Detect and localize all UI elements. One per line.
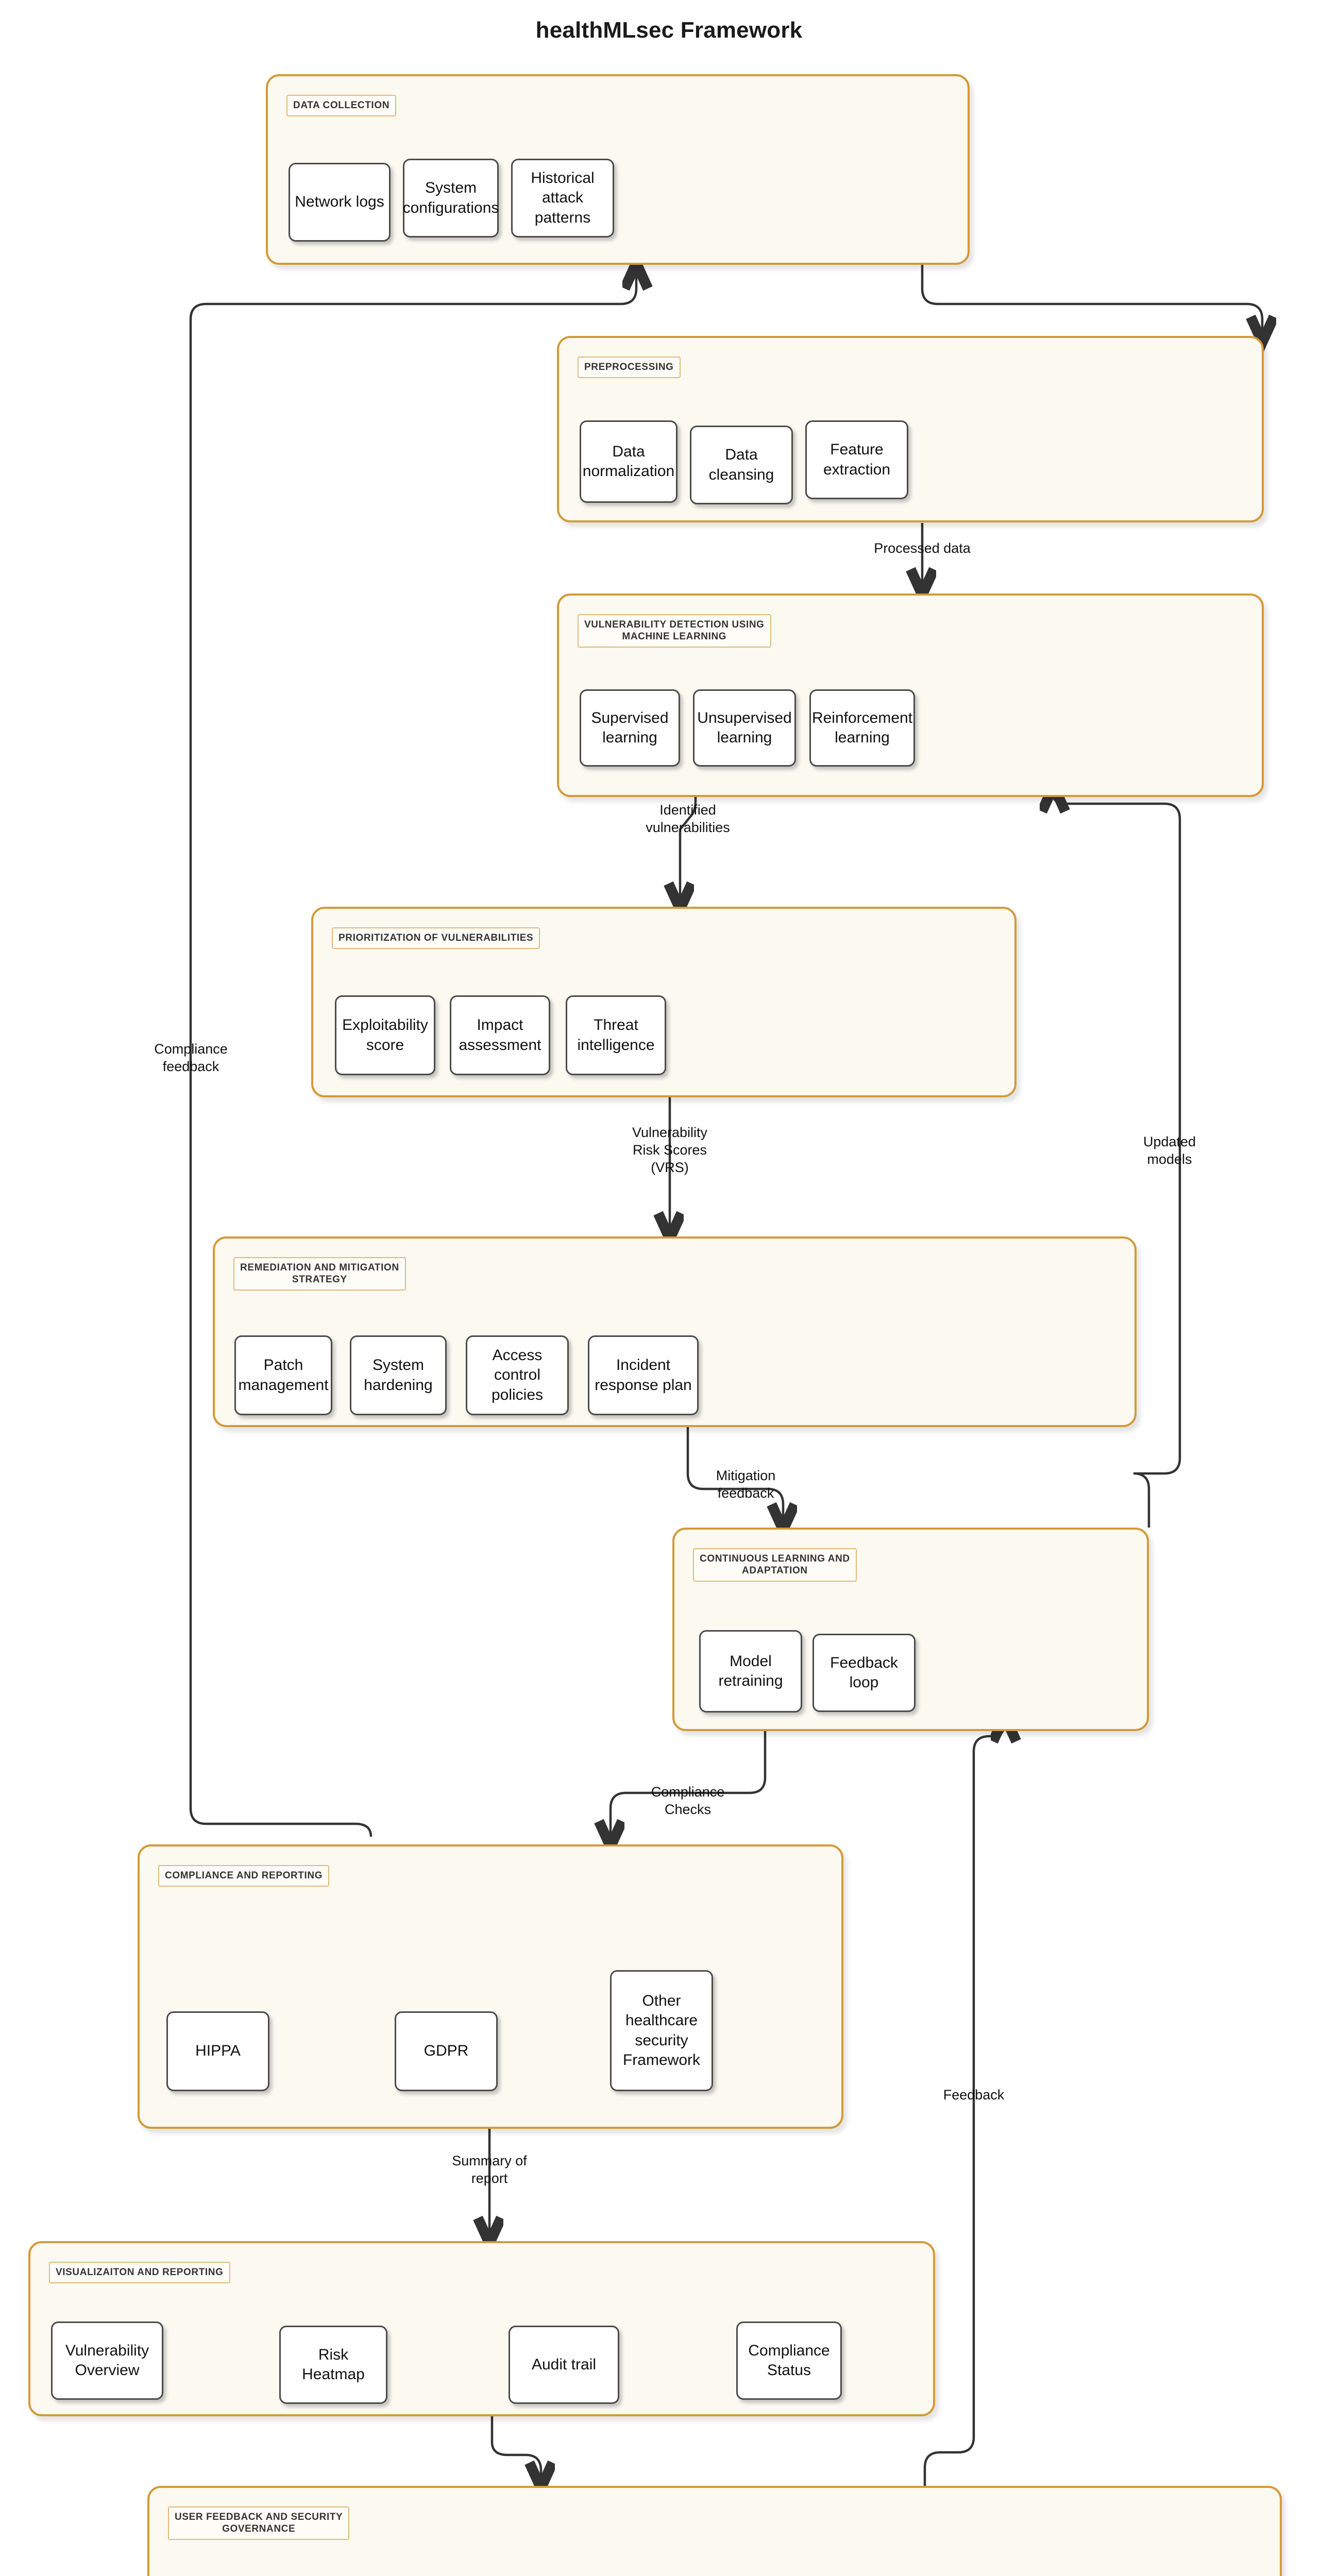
node-access-control-policies[interactable]: Access control policies bbox=[466, 1335, 569, 1415]
edge-collection-to-preprocessing bbox=[921, 263, 1262, 340]
edge-label-compliance-checks: Compliance Checks bbox=[651, 1784, 725, 1817]
node-feature-extraction[interactable]: Feature extraction bbox=[805, 420, 908, 499]
group-label-data-collection: DATA COLLECTION bbox=[286, 95, 397, 117]
group-vulnerability-detection[interactable]: VULNERABILITY DETECTION USING MACHINE LE… bbox=[557, 594, 1264, 797]
group-label-continuous-learning: CONTINUOUS LEARNING AND ADAPTATION bbox=[693, 1548, 857, 1582]
node-hippa[interactable]: HIPPA bbox=[166, 2011, 269, 2091]
edge-label-vrs: Vulnerability Risk Scores (VRS) bbox=[632, 1125, 708, 1175]
page-title: healthMLsec Framework bbox=[535, 18, 803, 43]
node-gdpr[interactable]: GDPR bbox=[395, 2011, 498, 2091]
node-unsupervised-learning[interactable]: Unsupervised learning bbox=[693, 689, 796, 767]
edge-label-updated-models: Updated models bbox=[1143, 1134, 1196, 1167]
node-incident-response-plan[interactable]: Incident response plan bbox=[588, 1335, 699, 1415]
group-preprocessing[interactable]: PREPROCESSING Data normalization Data cl… bbox=[557, 336, 1264, 522]
node-feedback-loop[interactable]: Feedback loop bbox=[812, 1634, 916, 1712]
group-continuous-learning[interactable]: CONTINUOUS LEARNING AND ADAPTATION Model… bbox=[672, 1528, 1149, 1731]
node-audit-trail[interactable]: Audit trail bbox=[509, 2326, 619, 2404]
node-supervised-learning[interactable]: Supervised learning bbox=[580, 689, 680, 767]
edge-visualization-to-governance bbox=[490, 2416, 541, 2486]
group-label-prioritization: PRIORITIZATION OF VULNERABILITIES bbox=[332, 927, 540, 950]
edge-label-compliance-feedback: Compliance feedback bbox=[154, 1041, 228, 1074]
group-compliance[interactable]: COMPLIANCE AND REPORTING HIPPA GDPR Othe… bbox=[138, 1844, 843, 2129]
group-label-preprocessing: PREPROCESSING bbox=[578, 357, 681, 379]
node-vulnerability-overview[interactable]: Vulnerability Overview bbox=[51, 2321, 163, 2400]
node-other-healthcare-framework[interactable]: Other healthcare security Framework bbox=[610, 1970, 713, 2091]
group-prioritization[interactable]: PRIORITIZATION OF VULNERABILITIES Exploi… bbox=[311, 907, 1017, 1097]
node-system-hardening[interactable]: System hardening bbox=[350, 1335, 447, 1415]
node-model-retraining[interactable]: Model retraining bbox=[699, 1630, 802, 1713]
node-impact-assessment[interactable]: Impact assessment bbox=[450, 995, 550, 1075]
node-risk-heatmap[interactable]: Risk Heatmap bbox=[279, 2326, 387, 2404]
group-label-compliance: COMPLIANCE AND REPORTING bbox=[158, 1865, 330, 1887]
node-system-configurations[interactable]: System configurations bbox=[403, 159, 499, 238]
node-network-logs[interactable]: Network logs bbox=[289, 163, 391, 242]
node-patch-management[interactable]: Patch management bbox=[234, 1335, 332, 1415]
group-remediation[interactable]: REMEDIATION AND MITIGATION STRATEGY Patc… bbox=[213, 1236, 1137, 1427]
node-compliance-status[interactable]: Compliance Status bbox=[736, 2321, 842, 2400]
node-threat-intelligence[interactable]: Threat intelligence bbox=[566, 995, 666, 1075]
group-label-visualization: VISUALIZAITON AND REPORTING bbox=[49, 2262, 230, 2284]
edge-label-summary-of-report: Summary of report bbox=[452, 2153, 527, 2186]
group-visualization[interactable]: VISUALIZAITON AND REPORTING Vulnerabilit… bbox=[28, 2241, 935, 2416]
edge-label-processed-data: Processed data bbox=[874, 540, 971, 556]
group-governance[interactable]: USER FEEDBACK AND SECURITY GOVERNANCE He… bbox=[147, 2486, 1282, 2576]
group-label-remediation: REMEDIATION AND MITIGATION STRATEGY bbox=[233, 1257, 406, 1291]
group-data-collection[interactable]: DATA COLLECTION Network logs System conf… bbox=[266, 74, 970, 265]
node-data-normalization[interactable]: Data normalization bbox=[580, 420, 678, 503]
node-historical-attack-patterns[interactable]: Historical attack patterns bbox=[511, 159, 614, 238]
group-label-vulnerability-detection: VULNERABILITY DETECTION USING MACHINE LE… bbox=[578, 614, 771, 648]
node-reinforcement-learning[interactable]: Reinforcement learning bbox=[809, 689, 915, 767]
edge-label-identified-vulnerabilities: Identified vulnerabilities bbox=[646, 802, 730, 835]
edge-label-mitigation-feedback: Mitigation feedback bbox=[716, 1468, 776, 1501]
node-data-cleansing[interactable]: Data cleansing bbox=[690, 426, 793, 504]
group-label-governance: USER FEEDBACK AND SECURITY GOVERNANCE bbox=[168, 2506, 350, 2540]
edge-label-feedback: Feedback bbox=[943, 2087, 1005, 2103]
node-exploitability-score[interactable]: Exploitability score bbox=[335, 995, 435, 1075]
